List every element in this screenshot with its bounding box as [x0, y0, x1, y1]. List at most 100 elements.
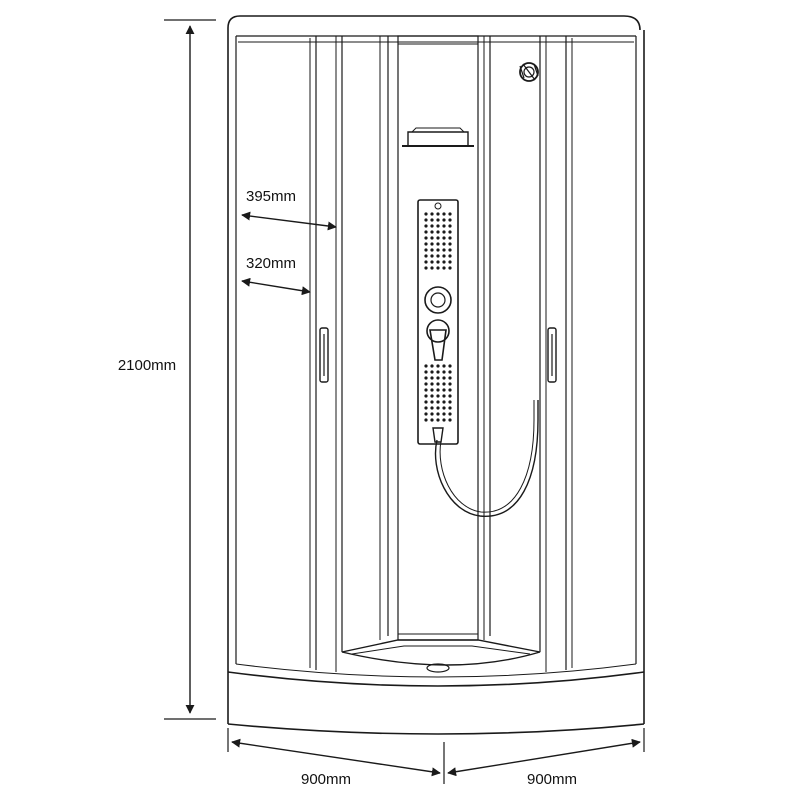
jet-dot: [424, 394, 428, 398]
jet-dot: [424, 218, 428, 222]
jet-dot: [448, 236, 452, 240]
jet-dot: [442, 212, 446, 216]
jet-dot: [442, 230, 446, 234]
door-handle-right: [547, 327, 557, 383]
jet-dot: [430, 218, 434, 222]
jet-dot: [424, 376, 428, 380]
jet-dot: [448, 412, 452, 416]
jet-dot: [424, 406, 428, 410]
jet-dot: [442, 370, 446, 374]
shower-hose: [434, 400, 539, 517]
width-right-dimension: 900mm: [447, 728, 645, 788]
jet-dot: [448, 230, 452, 234]
jet-dot: [442, 376, 446, 380]
jet-dot: [442, 418, 446, 422]
jet-dot: [448, 254, 452, 258]
jet-dot: [424, 260, 428, 264]
jet-dot: [430, 376, 434, 380]
jet-dot: [442, 248, 446, 252]
jet-dot: [436, 406, 440, 410]
jet-dot: [442, 260, 446, 264]
jet-dot: [442, 382, 446, 386]
jet-dot: [436, 376, 440, 380]
jet-dot: [430, 388, 434, 392]
height-label: 2100mm: [118, 357, 176, 374]
jet-dot: [430, 224, 434, 228]
jet-dot: [448, 242, 452, 246]
door-opening-top-label: 395mm: [246, 188, 296, 205]
jet-dot: [448, 212, 452, 216]
jet-dot: [442, 242, 446, 246]
jet-dot: [430, 266, 434, 270]
jet-dot: [436, 370, 440, 374]
jet-dot: [424, 230, 428, 234]
jet-dot: [436, 260, 440, 264]
jet-dot: [436, 254, 440, 258]
enclosure-roof: [227, 15, 641, 43]
jet-dot: [436, 212, 440, 216]
jet-dot: [430, 364, 434, 368]
jet-dot: [436, 364, 440, 368]
jet-dot: [424, 412, 428, 416]
jet-dot: [430, 382, 434, 386]
jet-dot: [442, 236, 446, 240]
jet-dot: [436, 242, 440, 246]
jet-dot: [430, 406, 434, 410]
jet-dot: [436, 266, 440, 270]
width-left-label: 900mm: [301, 771, 351, 788]
jet-dot: [424, 382, 428, 386]
jet-dot: [436, 236, 440, 240]
jet-dot: [442, 364, 446, 368]
jet-dot: [442, 412, 446, 416]
jet-dot: [424, 254, 428, 258]
jet-dot: [424, 224, 428, 228]
width-right-label: 900mm: [527, 771, 577, 788]
jet-dot: [436, 394, 440, 398]
jet-dot: [442, 254, 446, 258]
jet-dot: [424, 212, 428, 216]
door-opening-bottom-label: 320mm: [246, 255, 296, 272]
jet-dot: [430, 400, 434, 404]
door-opening-bottom-dimension: 320mm: [241, 255, 311, 296]
jet-dot: [430, 418, 434, 422]
jet-dot: [448, 218, 452, 222]
jet-dot: [436, 224, 440, 228]
jet-dot: [448, 388, 452, 392]
jet-dot: [448, 224, 452, 228]
jet-dot: [448, 376, 452, 380]
jet-dot: [430, 242, 434, 246]
jet-dot: [448, 394, 452, 398]
shower-hose-inner: [439, 400, 535, 513]
jet-dot: [448, 370, 452, 374]
jet-dot: [430, 230, 434, 234]
right-glass-panels: [483, 36, 573, 672]
jet-dot: [442, 406, 446, 410]
jet-dot: [442, 218, 446, 222]
back-wall: [397, 35, 479, 641]
jet-dot: [436, 388, 440, 392]
jet-dot: [448, 382, 452, 386]
jet-dot: [430, 260, 434, 264]
width-left-dimension: 900mm: [227, 728, 445, 788]
jet-dot: [424, 418, 428, 422]
jet-dot: [424, 242, 428, 246]
jet-dot: [430, 248, 434, 252]
lower-jets: [424, 364, 452, 422]
jet-dot: [442, 400, 446, 404]
jet-dot: [430, 236, 434, 240]
jet-dot: [448, 400, 452, 404]
door-opening-top-dimension: 395mm: [241, 188, 337, 231]
shelf-icon: [402, 127, 474, 147]
jet-dot: [448, 364, 452, 368]
jet-dot: [436, 218, 440, 222]
jet-dot: [436, 248, 440, 252]
jet-dot: [430, 370, 434, 374]
jet-dot: [424, 248, 428, 252]
jet-dot: [424, 388, 428, 392]
left-glass-panels: [309, 36, 389, 672]
jet-dot: [430, 254, 434, 258]
jet-dot: [424, 370, 428, 374]
jet-dot: [436, 400, 440, 404]
